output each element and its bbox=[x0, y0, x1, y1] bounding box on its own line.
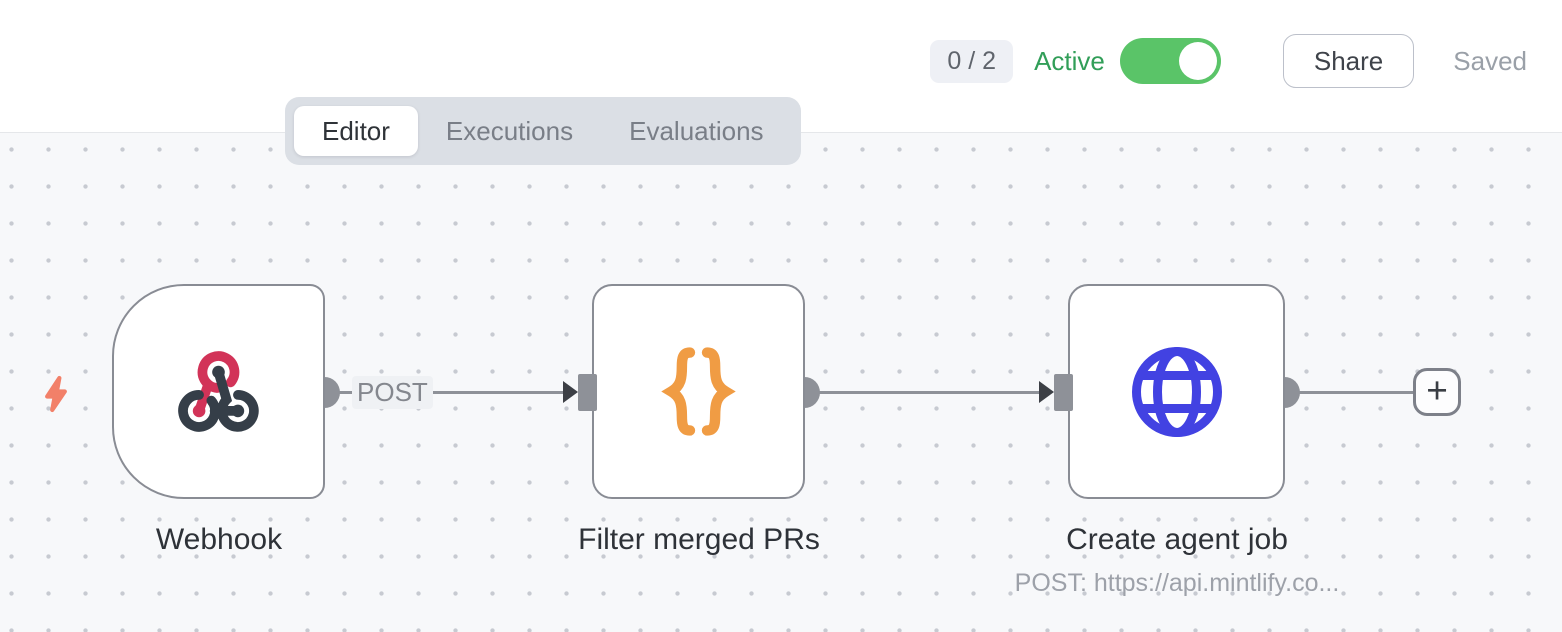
connection-line[interactable] bbox=[1298, 390, 1416, 394]
node-filter-merged-prs[interactable] bbox=[592, 284, 805, 499]
connection-label-post[interactable]: POST bbox=[352, 376, 433, 409]
node-title-webhook[interactable]: Webhook bbox=[155, 523, 283, 556]
lightning-bolt-icon bbox=[35, 373, 77, 415]
tab-evaluations[interactable]: Evaluations bbox=[629, 116, 764, 146]
node-caption: Filter merged PRs bbox=[578, 523, 820, 557]
active-label: Active bbox=[1034, 45, 1105, 76]
globe-icon bbox=[1127, 342, 1227, 442]
code-braces-icon bbox=[651, 344, 746, 439]
node-title-create-agent-job[interactable]: Create agent job bbox=[1066, 523, 1288, 556]
node-title-filter-merged-prs[interactable]: Filter merged PRs bbox=[578, 523, 820, 556]
selection-count-badge: 0 / 2 bbox=[930, 39, 1014, 83]
tab-executions[interactable]: Executions bbox=[445, 116, 574, 146]
node-subtitle-create-agent-job: POST: https://api.mintlify.co... bbox=[1014, 569, 1340, 597]
connection-line[interactable] bbox=[818, 390, 1041, 394]
connection-arrow-icon bbox=[563, 381, 578, 403]
webhook-icon bbox=[170, 343, 267, 440]
connection-arrow-icon bbox=[1039, 381, 1054, 403]
node-caption: Webhook bbox=[156, 523, 282, 557]
share-button[interactable]: Share bbox=[1282, 34, 1415, 88]
input-port[interactable] bbox=[1054, 374, 1073, 411]
node-caption: Create agent job POST: https://api.mintl… bbox=[1015, 523, 1340, 598]
workflow-canvas[interactable]: POST bbox=[0, 133, 1562, 632]
node-webhook[interactable] bbox=[112, 284, 325, 499]
active-toggle[interactable] bbox=[1119, 38, 1221, 84]
toggle-knob bbox=[1178, 42, 1217, 80]
connection-line[interactable] bbox=[338, 390, 565, 394]
node-create-agent-job[interactable] bbox=[1068, 284, 1285, 499]
tab-editor[interactable]: Editor bbox=[294, 106, 418, 156]
header-controls: 0 / 2 Active Share Saved bbox=[930, 32, 1527, 90]
saved-status: Saved bbox=[1453, 45, 1527, 76]
input-port[interactable] bbox=[578, 374, 597, 411]
view-tabs: Editor Executions Evaluations bbox=[285, 97, 801, 165]
add-node-button[interactable]: + bbox=[1413, 368, 1461, 416]
